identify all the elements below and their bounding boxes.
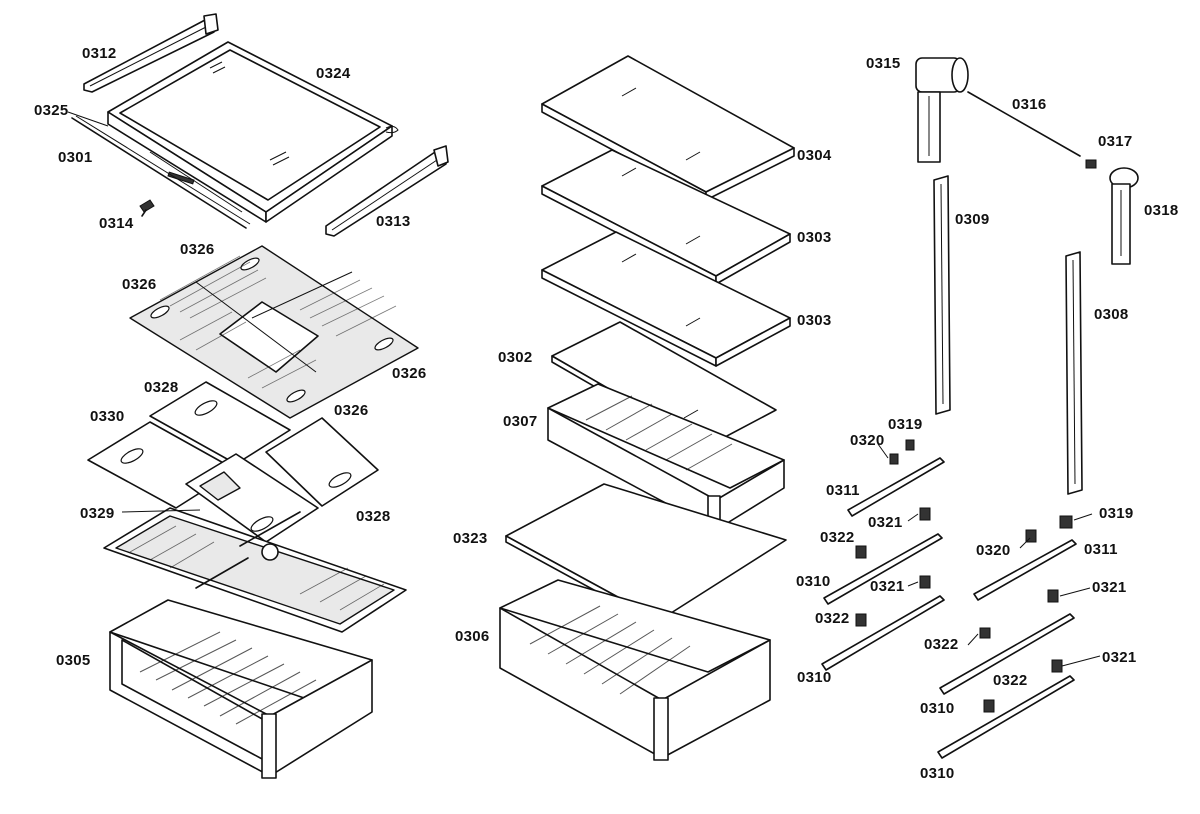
label-0328-top: 0328: [144, 379, 179, 396]
label-0321-d: 0321: [1102, 649, 1137, 666]
label-0329: 0329: [80, 505, 115, 522]
label-0320-right: 0320: [976, 542, 1011, 559]
label-0322-d: 0322: [993, 672, 1028, 689]
label-0326-bottom: 0326: [334, 402, 369, 419]
motor-0315: [915, 57, 969, 163]
rail-0313: [325, 145, 449, 237]
label-0306: 0306: [455, 628, 490, 645]
label-0321-b: 0321: [870, 578, 905, 595]
label-0310-c: 0310: [920, 700, 955, 717]
bracket-0318: [1109, 167, 1139, 265]
label-0322-c: 0322: [924, 636, 959, 653]
rail-0309: [933, 175, 951, 415]
slide-0310-right-lower: [937, 675, 1075, 759]
label-0309: 0309: [955, 211, 990, 228]
label-0310-d: 0310: [920, 765, 955, 782]
crisper-drawer-0305: [109, 599, 373, 779]
label-0321-c: 0321: [1092, 579, 1127, 596]
label-0326-top: 0326: [180, 241, 215, 258]
label-0328-bottom: 0328: [356, 508, 391, 525]
slide-0311-left: [847, 457, 945, 517]
label-0322-b: 0322: [815, 610, 850, 627]
shelf-0303-upper: [541, 149, 791, 285]
label-0308: 0308: [1094, 306, 1129, 323]
label-0307: 0307: [503, 413, 538, 430]
drawer-0306: [499, 579, 771, 761]
label-0302: 0302: [498, 349, 533, 366]
label-0323: 0323: [453, 530, 488, 547]
label-0319-right: 0319: [1099, 505, 1134, 522]
label-0305: 0305: [56, 652, 91, 669]
label-0324: 0324: [316, 65, 351, 82]
label-0321-a: 0321: [868, 514, 903, 531]
label-0326-left: 0326: [122, 276, 157, 293]
label-0303-upper: 0303: [797, 229, 832, 246]
label-0311-right: 0311: [1084, 541, 1118, 558]
label-0316: 0316: [1012, 96, 1047, 113]
label-0310-b: 0310: [797, 669, 832, 686]
label-0326-right: 0326: [392, 365, 427, 382]
label-0319-left: 0319: [888, 416, 923, 433]
label-0322-a: 0322: [820, 529, 855, 546]
slide-0310-right-upper: [939, 613, 1075, 695]
strip-0325-0301: [71, 115, 251, 229]
label-0317: 0317: [1098, 133, 1133, 150]
label-0320-left: 0320: [850, 432, 885, 449]
slide-0310-left-lower: [821, 595, 945, 671]
clip-0314: [139, 199, 155, 217]
label-0315: 0315: [866, 55, 901, 72]
mats-0326: [129, 245, 419, 419]
clips: [855, 439, 1073, 713]
nut-0317: [1085, 159, 1097, 169]
label-0325: 0325: [34, 102, 69, 119]
shelf-0303-lower: [541, 231, 791, 367]
label-0318: 0318: [1144, 202, 1179, 219]
slide-0311-right: [973, 539, 1077, 601]
rail-0312: [83, 13, 219, 93]
rod-0316: [967, 91, 1081, 157]
glass-shelf-0324: [107, 41, 399, 223]
slide-0310-left-upper: [823, 533, 943, 605]
label-0313: 0313: [376, 213, 411, 230]
leader-lines: [67, 111, 1101, 667]
label-0304: 0304: [797, 147, 832, 164]
label-0303-lower: 0303: [797, 312, 832, 329]
label-0314: 0314: [99, 215, 134, 232]
label-0311-left: 0311: [826, 482, 860, 499]
label-0310-a: 0310: [796, 573, 831, 590]
crisper-cover-frame: [103, 507, 407, 633]
rail-0308: [1065, 251, 1083, 495]
label-0301: 0301: [58, 149, 93, 166]
label-0330: 0330: [90, 408, 125, 425]
label-0312: 0312: [82, 45, 117, 62]
